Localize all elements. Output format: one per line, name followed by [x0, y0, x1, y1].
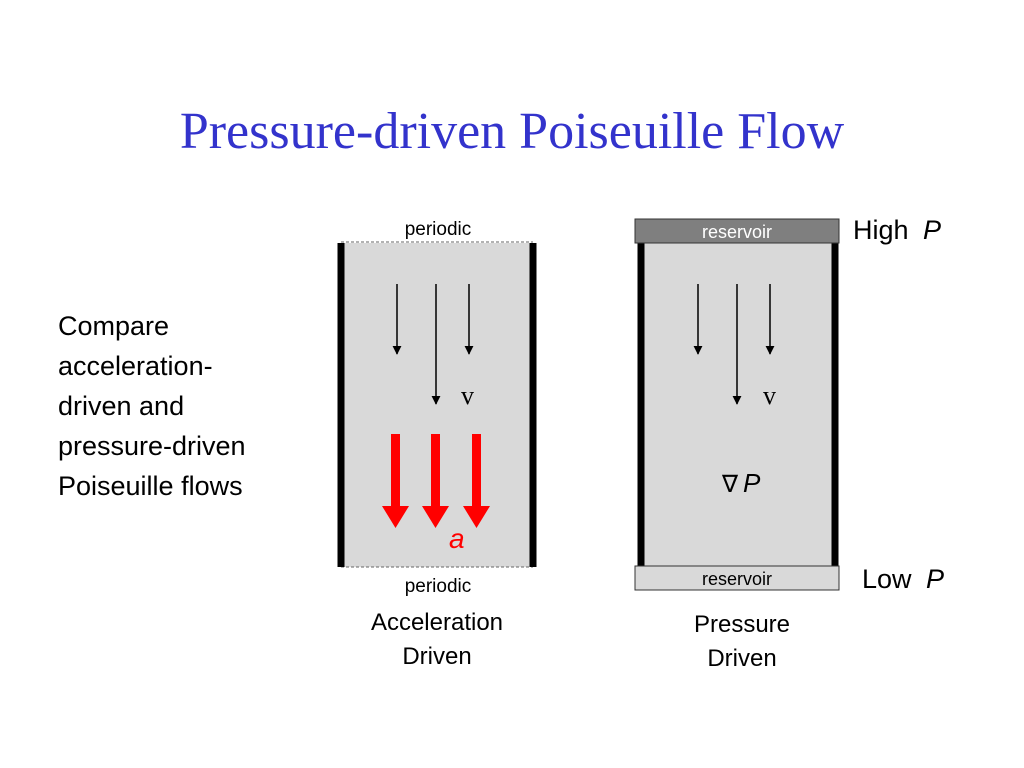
pressure-gradient-nabla: ∇ [721, 472, 739, 498]
high-pressure-label: High P [853, 215, 941, 245]
side-text-line-1: Compare [58, 311, 170, 341]
side-description: Compare acceleration- driven and pressur… [58, 306, 318, 506]
right-velocity-symbol: v [763, 381, 776, 410]
side-text-line-4: pressure-driven [58, 431, 246, 461]
low-word: Low [862, 564, 912, 594]
right-caption-line-2: Driven [707, 645, 776, 672]
acceleration-arrow-2 [422, 434, 449, 528]
pressure-gradient-symbol: P [743, 468, 761, 498]
left-bottom-periodic-label: periodic [405, 576, 472, 597]
side-text-line-2: acceleration- [58, 351, 213, 381]
right-channel-fluid [641, 243, 835, 566]
left-velocity-symbol: v [461, 381, 474, 410]
top-reservoir-label: reservoir [702, 222, 772, 242]
bottom-reservoir-label: reservoir [702, 569, 772, 589]
left-caption-line-2: Driven [402, 643, 471, 670]
acceleration-symbol: a [449, 523, 465, 554]
low-p-symbol: P [926, 564, 944, 594]
slide-title: Pressure-driven Poiseuille Flow [179, 103, 845, 160]
pressure-driven-panel: reservoir reservoir v ∇ P High P Low P P… [634, 215, 944, 672]
acceleration-arrow-3 [463, 434, 490, 528]
acceleration-arrows [382, 434, 490, 528]
right-caption-line-1: Pressure [694, 611, 790, 638]
acceleration-driven-panel: periodic periodic v a Acceleration Drive… [337, 219, 537, 670]
side-text-line-5: Poiseuille flows [58, 471, 243, 501]
bottom-reservoir [634, 565, 840, 591]
left-caption-line-1: Acceleration [371, 609, 503, 636]
high-word: High [853, 215, 909, 245]
side-text-line-3: driven and [58, 391, 185, 421]
acceleration-arrow-1 [382, 434, 409, 528]
high-p-symbol: P [923, 215, 941, 245]
left-top-periodic-label: periodic [405, 219, 472, 240]
top-reservoir [634, 218, 840, 244]
low-pressure-label: Low P [862, 564, 944, 594]
